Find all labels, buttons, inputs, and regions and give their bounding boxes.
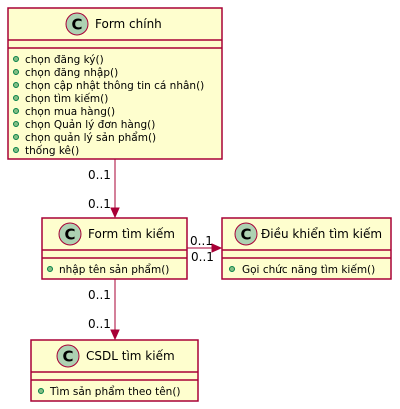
method: chọn cập nhật thông tin cá nhân() xyxy=(25,80,204,92)
method: nhập tên sản phẩm() xyxy=(59,263,169,276)
class-name: Form chính xyxy=(95,17,162,31)
method: chọn Quản lý đơn hàng() xyxy=(25,119,155,131)
class-icon xyxy=(65,12,89,36)
class-form-tim-kiem[interactable]: C Form tìm kiếm nhập tên sản phẩm() xyxy=(41,217,188,280)
public-visibility-icon xyxy=(38,388,44,394)
method: chọn tìm kiếm() xyxy=(25,93,108,105)
multiplicity-target: 0..1 xyxy=(191,250,214,264)
class-name: Điều khiển tìm kiếm xyxy=(261,227,382,241)
public-visibility-icon xyxy=(229,266,235,272)
multiplicity-source: 0..1 xyxy=(190,234,213,248)
relation-form-chinh-to-form-tim-kiem: 0..1 0..1 xyxy=(88,159,120,219)
public-visibility-icon xyxy=(13,95,19,101)
method: thống kê() xyxy=(25,145,79,157)
class-name: Form tìm kiếm xyxy=(88,227,175,241)
method: chọn quản lý sản phẩm() xyxy=(25,131,156,144)
public-visibility-icon xyxy=(13,108,19,114)
public-visibility-icon xyxy=(13,121,19,127)
class-box xyxy=(30,339,199,402)
class-box xyxy=(7,7,223,160)
class-form-chinh[interactable]: C Form chính chọn đăng ký() chọn đăng nh… xyxy=(7,7,223,160)
class-icon xyxy=(58,222,82,246)
multiplicity-target: 0..1 xyxy=(88,317,111,331)
public-visibility-icon xyxy=(13,56,19,62)
class-icon xyxy=(56,344,80,368)
class-icon-letter: C xyxy=(64,226,75,244)
relation-form-tim-kiem-to-dieu-khien: 0..1 0..1 xyxy=(187,234,223,264)
arrow-head xyxy=(110,207,120,219)
class-icon xyxy=(234,222,258,246)
public-visibility-icon xyxy=(47,266,53,272)
arrow-head xyxy=(211,243,223,253)
class-dieu-khien-tim-kiem[interactable]: C Điều khiển tìm kiếm Gọi chức năng tìm … xyxy=(221,217,392,280)
class-icon-letter: C xyxy=(62,348,73,366)
method-list: chọn đăng ký() chọn đăng nhập() chọn cập… xyxy=(13,54,204,157)
relation-form-tim-kiem-to-csdl: 0..1 0..1 xyxy=(88,279,120,341)
multiplicity-target: 0..1 xyxy=(88,197,111,211)
multiplicity-source: 0..1 xyxy=(88,168,111,182)
class-icon-letter: C xyxy=(71,16,82,34)
arrow-head xyxy=(110,329,120,341)
method: Tìm sản phẩm theo tên() xyxy=(49,385,181,398)
class-icon-letter: C xyxy=(240,226,251,244)
method: chọn đăng nhập() xyxy=(25,67,118,79)
method: Gọi chức năng tìm kiếm() xyxy=(242,264,375,276)
public-visibility-icon xyxy=(13,69,19,75)
class-name: CSDL tìm kiếm xyxy=(86,349,175,363)
multiplicity-source: 0..1 xyxy=(88,288,111,302)
class-csdl-tim-kiem[interactable]: C CSDL tìm kiếm Tìm sản phẩm theo tên() xyxy=(30,339,199,402)
public-visibility-icon xyxy=(13,82,19,88)
method: chọn đăng ký() xyxy=(25,54,104,66)
public-visibility-icon xyxy=(13,134,19,140)
public-visibility-icon xyxy=(13,147,19,153)
method: chọn mua hàng() xyxy=(25,106,115,118)
